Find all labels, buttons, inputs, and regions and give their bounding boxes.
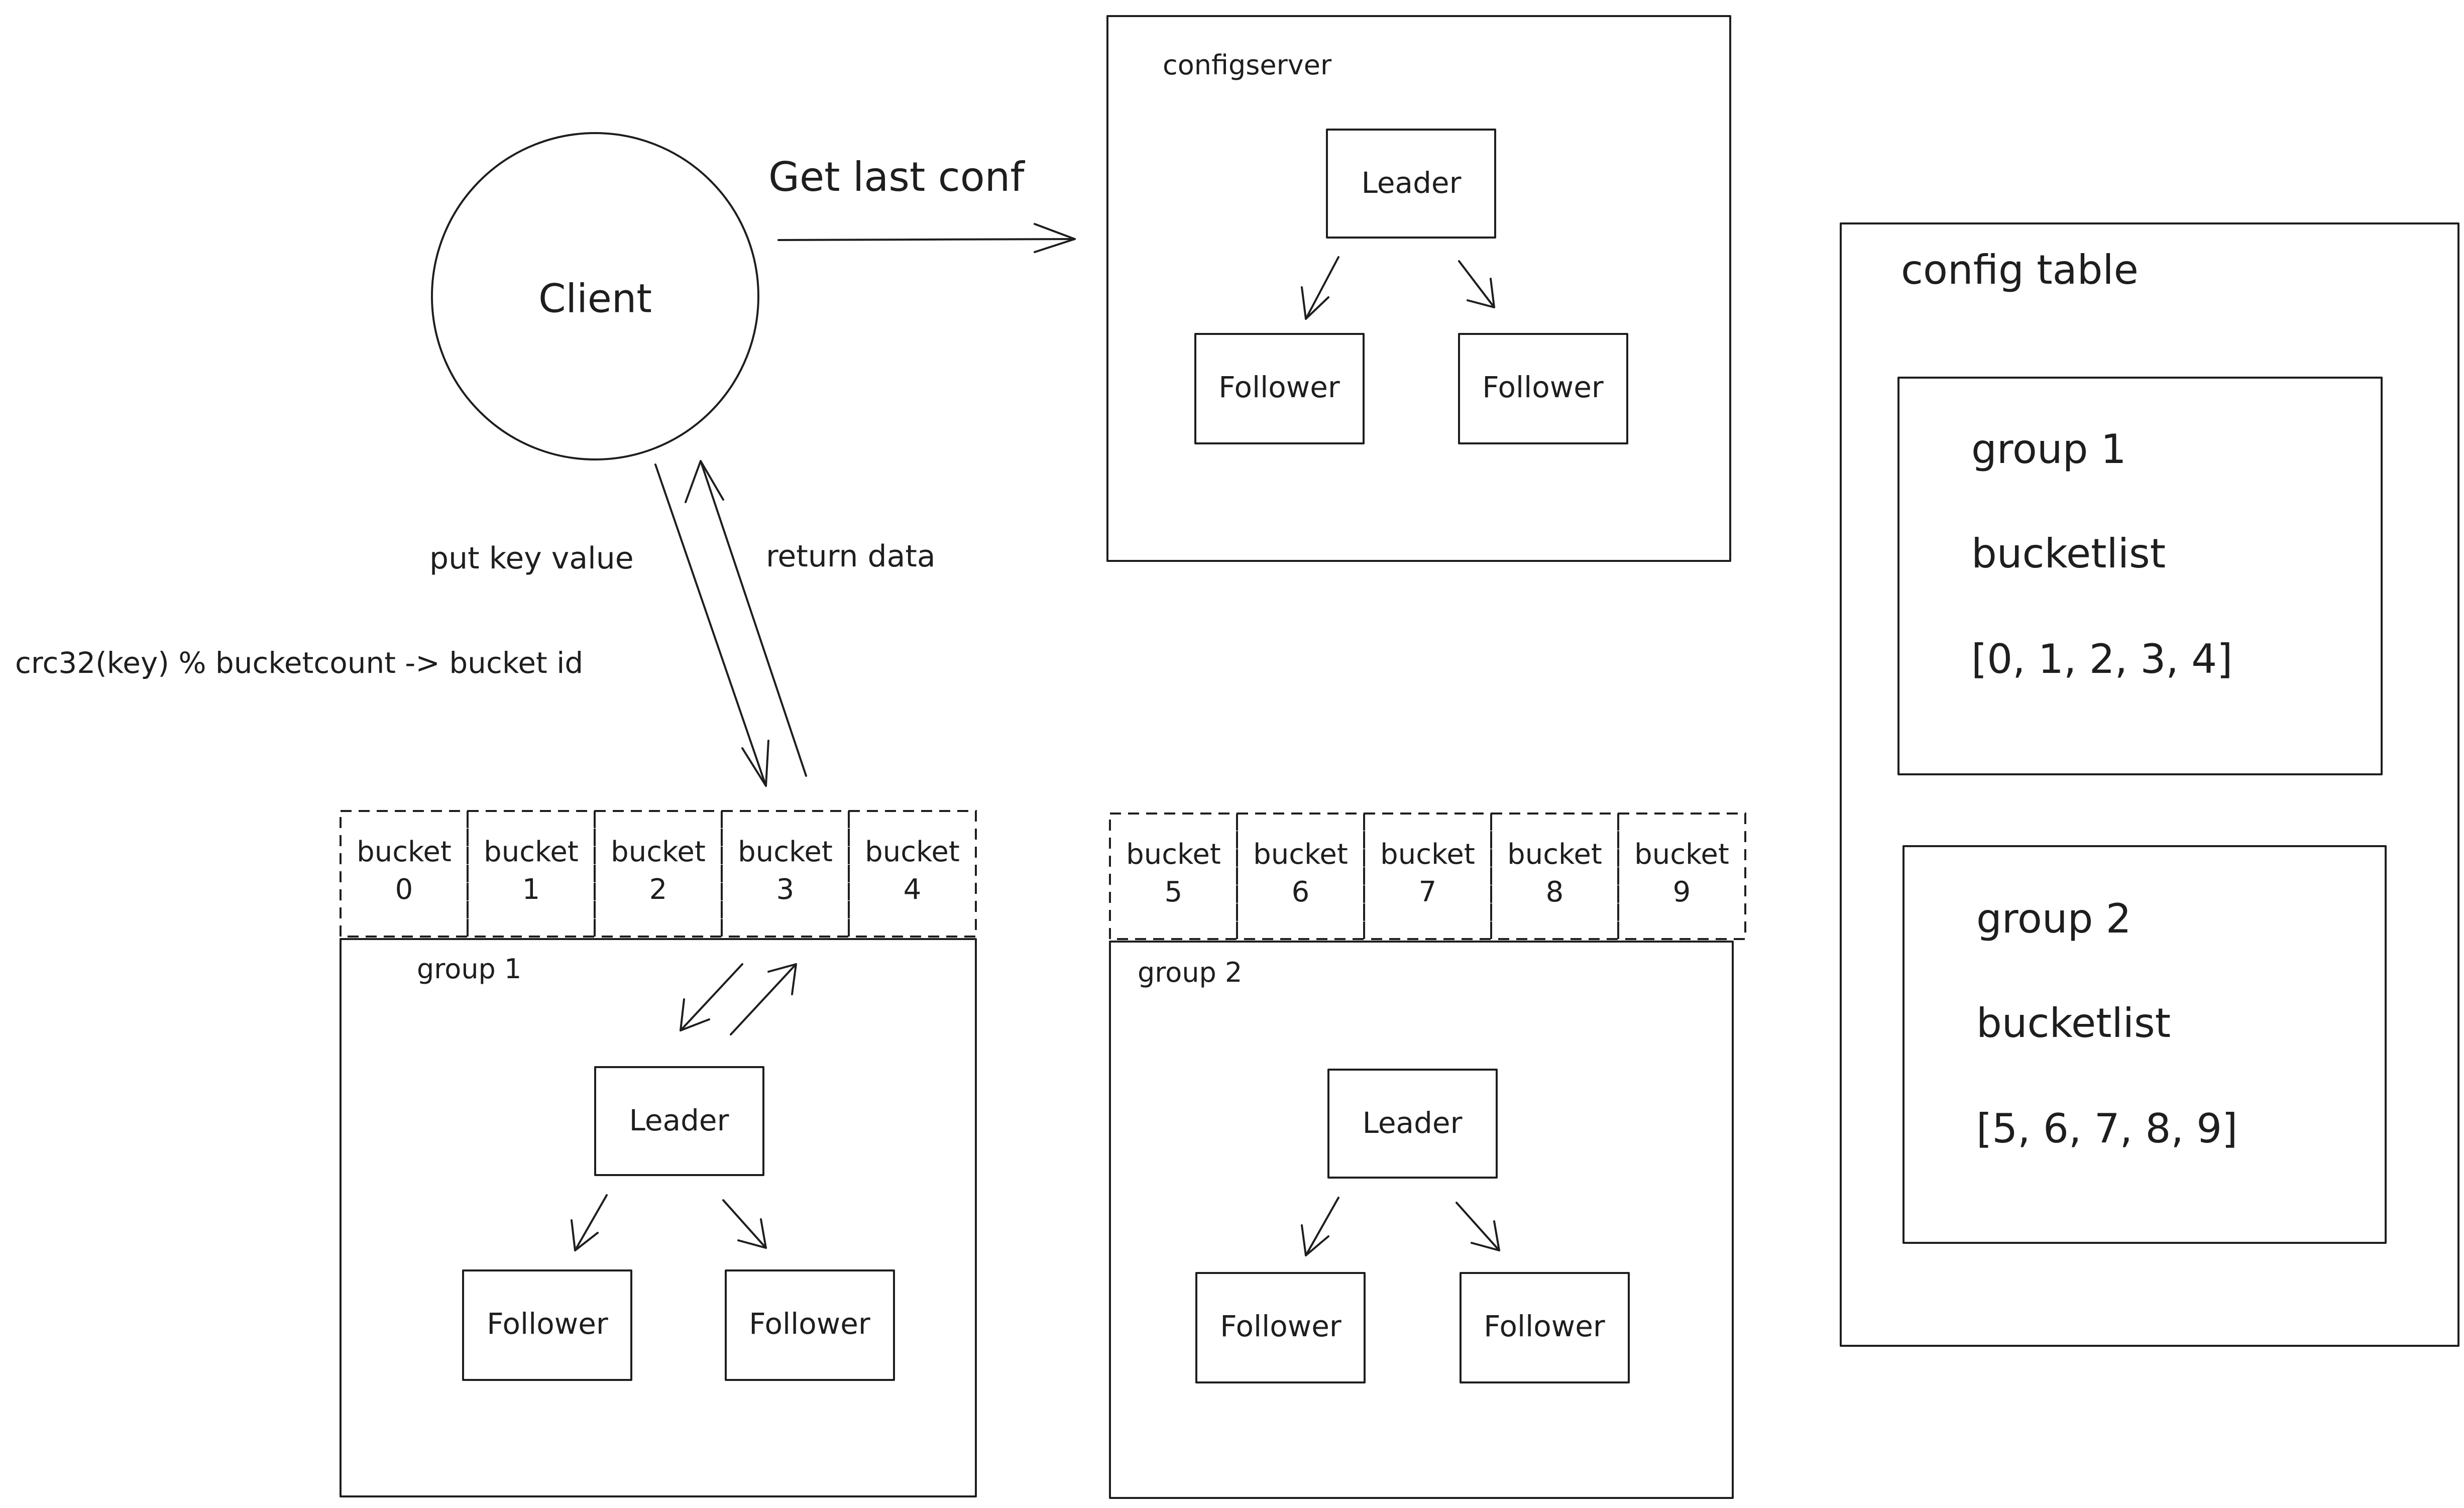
configserver-follower-a-label: Follower <box>1218 370 1340 404</box>
config-entry-group-label: group 2 <box>1976 895 2132 942</box>
bucket-number: 5 <box>1165 876 1183 908</box>
bucket-number: 6 <box>1292 876 1310 908</box>
get-last-conf-arrow <box>777 223 1076 253</box>
group2-follower-b-label: Follower <box>1484 1309 1605 1343</box>
group2-box: bucket 5 bucket 6 bucket 7 bucket 8 bucket 9 grou… <box>1109 813 1746 1499</box>
config-entry-bucket-list: [5, 6, 7, 8, 9] <box>1976 1105 2237 1152</box>
bucket-word: bucket <box>1634 838 1729 871</box>
group2-title: group 2 <box>1138 957 1242 988</box>
client-circle <box>431 132 759 460</box>
bucket-word: bucket <box>738 836 833 868</box>
bucket-word: bucket <box>865 836 960 868</box>
configserver-arrow-left <box>1305 256 1339 320</box>
bucket-word: bucket <box>357 836 452 868</box>
bucket-cell: bucket 5 <box>1109 813 1238 940</box>
group1-leader-label: Leader <box>629 1103 729 1137</box>
config-entry-group-label: group 1 <box>1971 426 2126 473</box>
bucket-word: bucket <box>611 836 706 868</box>
bucket-cell: bucket 1 <box>467 810 596 938</box>
bucket-word: bucket <box>1507 838 1602 871</box>
client-label: Client <box>538 276 652 321</box>
group1-bucket-arrows <box>680 963 797 1035</box>
group1-follower-a-box <box>462 1269 632 1381</box>
client-node: Client <box>431 132 759 460</box>
bucket-number: 3 <box>776 873 795 906</box>
bucket-number: 8 <box>1546 876 1564 908</box>
bucket-cell: bucket 7 <box>1363 813 1492 940</box>
group2-leader-box <box>1327 1069 1498 1179</box>
bucket-number: 4 <box>904 873 922 906</box>
bucket-cell: bucket 3 <box>721 810 850 938</box>
group2-follower-a-box <box>1195 1272 1366 1383</box>
config-table-entry-group1: group 1 bucketlist [0, 1, 2, 3, 4] <box>1897 377 2383 775</box>
bucket-cell: bucket 2 <box>594 810 723 938</box>
group1-bucket-strip: bucket 0 bucket 1 bucket 2 bucket 3 bucket 4 <box>340 810 977 938</box>
bucket-cell-border <box>848 810 977 938</box>
config-entry-list-label: bucketlist <box>1976 1000 2171 1047</box>
bucket-cell: bucket 4 <box>848 810 977 938</box>
bucket-number: 1 <box>522 873 540 906</box>
group2-bucket-strip: bucket 5 bucket 6 bucket 7 bucket 8 bucket 9 <box>1109 813 1746 940</box>
return-arrow <box>685 460 807 777</box>
group1-follower-b-box <box>725 1269 895 1381</box>
config-entry-bucket-list: [0, 1, 2, 3, 4] <box>1971 636 2232 682</box>
group1-follower-a-label: Follower <box>487 1307 608 1341</box>
group2-leader-label: Leader <box>1363 1106 1463 1140</box>
group1-title: group 1 <box>417 953 521 985</box>
bucket-cell-border <box>1617 813 1746 940</box>
put-key-value-label: put key value <box>429 541 634 576</box>
group1-box: bucket 0 bucket 1 bucket 2 bucket 3 bucket 4 grou… <box>340 810 977 1497</box>
configserver-leader-label: Leader <box>1362 166 1462 200</box>
group1-follower-b-label: Follower <box>749 1307 870 1341</box>
configserver-arrow-right <box>1458 260 1495 308</box>
configserver-title: configserver <box>1163 49 1332 81</box>
bucket-number: 9 <box>1673 876 1691 908</box>
return-data-label: return data <box>766 539 936 574</box>
configserver-follower-a-box <box>1194 333 1365 444</box>
bucket-cell: bucket 0 <box>340 810 469 938</box>
bucket-word: bucket <box>1126 838 1221 871</box>
configserver-box: configserver Leader Follower Follower <box>1106 15 1731 562</box>
get-last-conf-label: Get last conf <box>768 154 1025 200</box>
bucket-cell: bucket 8 <box>1490 813 1619 940</box>
bucket-word: bucket <box>1380 838 1475 871</box>
config-entry-list-label: bucketlist <box>1971 530 2166 577</box>
group2-follower-a-label: Follower <box>1220 1309 1341 1343</box>
config-table-entry-group2: group 2 bucketlist [5, 6, 7, 8, 9] <box>1902 845 2387 1244</box>
group1-leader-box <box>594 1066 764 1176</box>
group2-follower-b-box <box>1460 1272 1630 1383</box>
configserver-leader-box <box>1326 129 1496 239</box>
bucket-number: 0 <box>395 873 413 906</box>
config-table-box: config table group 1 bucketlist [0, 1, 2… <box>1840 222 2459 1347</box>
bucket-word: bucket <box>1253 838 1348 871</box>
bucket-word: bucket <box>484 836 579 868</box>
put-arrow <box>654 463 769 787</box>
bucket-number: 2 <box>649 873 667 906</box>
configserver-follower-b-box <box>1458 333 1628 444</box>
bucket-number: 7 <box>1419 876 1437 908</box>
bucket-cell: bucket 9 <box>1617 813 1746 940</box>
configserver-follower-b-label: Follower <box>1482 370 1604 404</box>
hash-formula-label: crc32(key) % bucketcount -> bucket id <box>15 646 583 680</box>
bucket-cell: bucket 6 <box>1236 813 1365 940</box>
config-table-title: config table <box>1901 247 2139 293</box>
